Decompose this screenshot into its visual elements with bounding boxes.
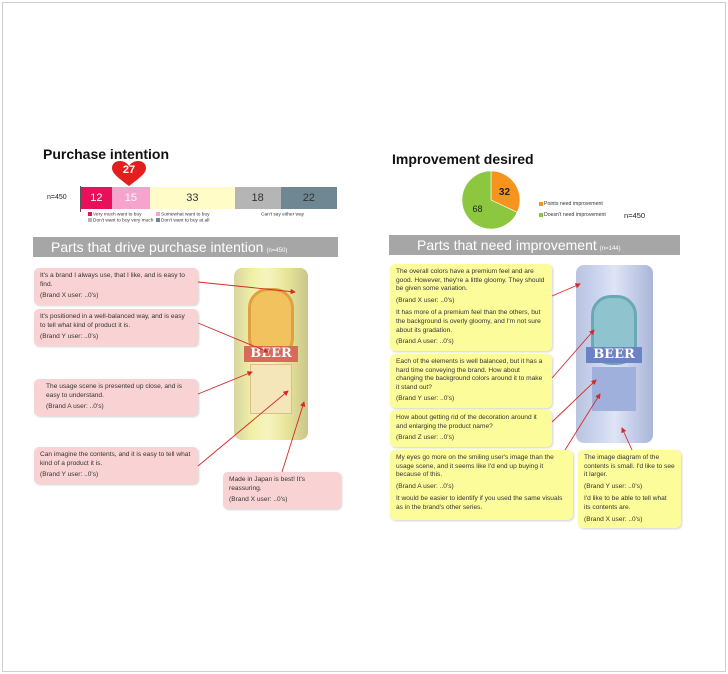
improvement-pie-chart: 32 68 — [461, 170, 521, 230]
purchase-n-label: n=450 — [47, 194, 67, 201]
arrow-right-5 — [621, 427, 633, 451]
arrow-right-3 — [551, 379, 597, 423]
heart-icon — [112, 161, 146, 186]
comment-left-5: Made in Japan is best! It's reassuring.(… — [223, 472, 341, 509]
comment-left-4: Can imagine the contents, and it is easy… — [34, 447, 198, 484]
arrow-left-4 — [197, 390, 289, 467]
legend-need-improvement: Points need improvement — [539, 199, 606, 210]
legend-swatch-not-very — [88, 218, 92, 222]
legend-very-much: Very much want to buy — [88, 212, 142, 219]
purchase-intention-bar: 12 15 33 18 22 — [81, 187, 337, 209]
improvement-n-label: n=450 — [624, 211, 646, 220]
bar-segment-not-at-all: 22 — [280, 187, 337, 209]
can-beer-text-right: BEER — [586, 347, 642, 363]
can-label-area-right — [592, 367, 636, 411]
bar-axis-line — [80, 186, 81, 212]
legend-not-at-all: Don't want to buy at all — [156, 218, 209, 225]
pie-legend-swatch-no-need — [539, 212, 543, 217]
comment-left-2: It's positioned in a well-balanced way, … — [34, 309, 198, 346]
bar-segment-somewhat: 15 — [111, 187, 151, 209]
bar-label-very-much: 12 — [90, 192, 103, 204]
bar-label-not-at-all: 22 — [302, 192, 315, 204]
heart-callout: 27 — [111, 161, 147, 187]
comment-right-5: The image diagram of the contents is sma… — [578, 450, 681, 529]
bar-segment-very-much: 12 — [81, 187, 112, 209]
heart-callout-value: 27 — [122, 164, 136, 176]
pie-label-no-need: 68 — [473, 204, 483, 214]
pie-legend-swatch-need-improvement — [539, 201, 543, 206]
arrow-left-3 — [197, 371, 253, 395]
bar-label-somewhat: 15 — [124, 192, 138, 204]
comment-left-3: The usage scene is presented up close, a… — [34, 379, 198, 416]
bar-segment-cant-say: 33 — [150, 187, 235, 209]
improvement-desired-title: Improvement desired — [392, 151, 534, 167]
arrow-left-1 — [197, 281, 296, 295]
legend-swatch-somewhat — [156, 212, 160, 216]
purchase-intention-title: Purchase intention — [43, 146, 170, 162]
legend-somewhat: Somewhat want to buy — [156, 212, 210, 219]
arrow-left-5 — [281, 401, 306, 473]
legend-swatch-very-much — [88, 212, 92, 216]
comment-right-3: How about getting rid of the decoration … — [390, 410, 552, 447]
right-section-band: Parts that need improvement(n=144) — [389, 235, 680, 255]
arrow-right-4 — [564, 393, 601, 451]
left-section-band: Parts that drive purchase intention(n=45… — [33, 237, 338, 257]
comment-right-4: My eyes go more on the smiling user's im… — [390, 450, 573, 520]
pie-slice-need-improvement — [490, 170, 521, 213]
comment-right-1: The overall colors have a premium feel a… — [390, 264, 552, 351]
comment-left-1: It's a brand I always use, that I like, … — [34, 268, 198, 305]
comment-right-2: Each of the elements is well balanced, b… — [390, 354, 552, 408]
pie-label-need-improvement: 32 — [499, 187, 511, 198]
bar-label-cant-say: 33 — [186, 192, 199, 204]
arrow-left-2 — [197, 322, 269, 353]
can-beer-text: BEER — [244, 346, 298, 362]
legend-not-very: Don't want to buy very much — [88, 218, 153, 225]
pie-legend: Points need improvement Doesn't need imp… — [539, 199, 606, 221]
legend-no-need: Doesn't need improvement — [539, 210, 606, 221]
arrow-right-1 — [551, 283, 581, 297]
bar-segment-not-very: 18 — [234, 187, 281, 209]
legend-swatch-not-at-all — [156, 218, 160, 222]
bar-label-not-very: 18 — [251, 192, 264, 204]
pie-slice-no-need — [461, 170, 518, 230]
arrow-right-2 — [551, 329, 595, 379]
legend-cant-say: Can't say either way — [261, 212, 305, 218]
